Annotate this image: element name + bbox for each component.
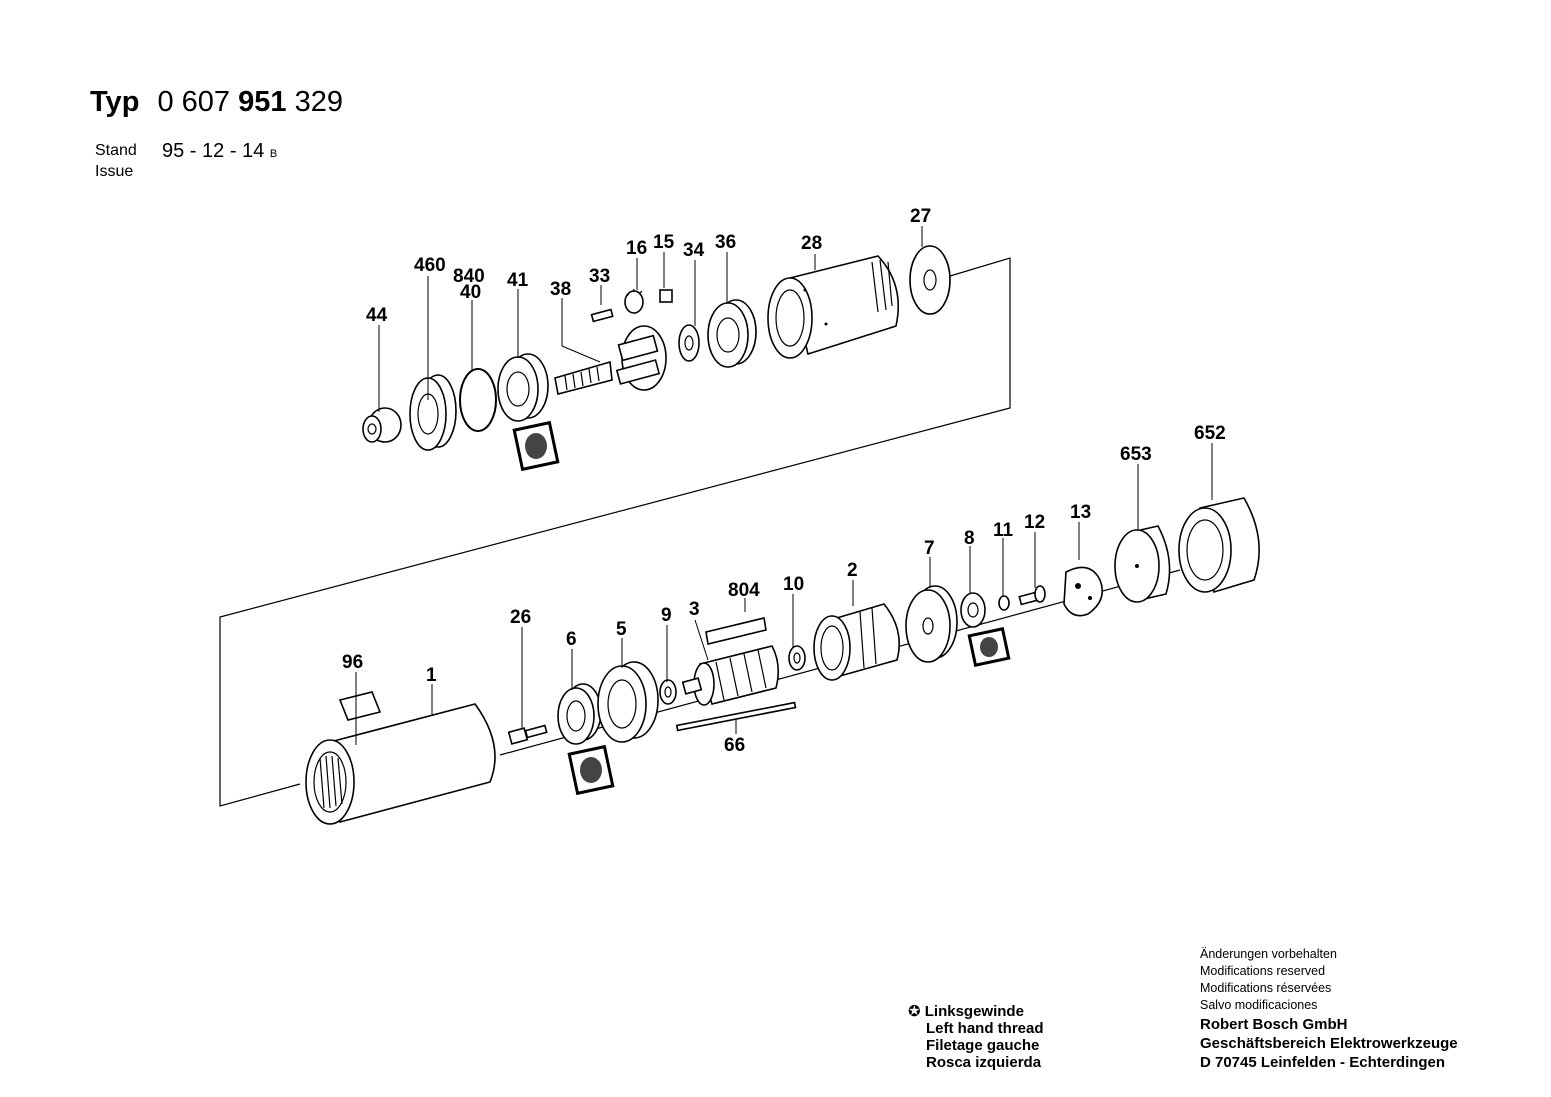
type-number: Typ 0 607 951 329 bbox=[90, 86, 343, 119]
label-2: 2 bbox=[847, 560, 858, 581]
part-1-cylinder bbox=[305, 703, 496, 825]
issue-label: Issue bbox=[95, 163, 134, 180]
left-hand-thread-legend: ✪ Linksgewinde Left hand thread Filetage… bbox=[908, 1003, 1044, 1071]
date-suffix: B bbox=[269, 148, 278, 160]
label-40: 40 bbox=[460, 282, 481, 303]
label-15: 15 bbox=[653, 232, 675, 253]
part-28-housing bbox=[767, 255, 900, 359]
part-26-screw bbox=[507, 724, 548, 745]
label-27: 27 bbox=[910, 206, 931, 227]
label-34: 34 bbox=[683, 240, 705, 261]
label-96: 96 bbox=[342, 652, 363, 673]
label-41: 41 bbox=[507, 270, 529, 291]
part-27-washer bbox=[909, 245, 951, 315]
company-address: D 70745 Leinfelden - Echterdingen bbox=[1200, 1054, 1446, 1071]
part-12-screw bbox=[1018, 585, 1046, 606]
part-41-bearing bbox=[497, 353, 549, 422]
part-38-shaft bbox=[554, 325, 667, 395]
label-9: 9 bbox=[661, 605, 672, 626]
label-10: 10 bbox=[783, 574, 804, 595]
label-7: 7 bbox=[924, 538, 935, 559]
typ-label: Typ bbox=[90, 86, 140, 118]
part-7-end-plate bbox=[905, 585, 958, 663]
part-653-cap bbox=[1114, 525, 1171, 603]
modifications-note: Änderungen vorbehalten Modifications res… bbox=[1200, 946, 1337, 1014]
label-11: 11 bbox=[993, 520, 1014, 541]
part-3-rotor bbox=[681, 645, 780, 706]
legend-line-1: ✪ Linksgewinde bbox=[908, 1003, 1024, 1020]
label-1: 1 bbox=[426, 665, 437, 686]
typ-number-c: 329 bbox=[294, 86, 343, 118]
bearing-box-upper bbox=[512, 420, 560, 472]
label-652: 652 bbox=[1194, 423, 1226, 444]
label-16: 16 bbox=[626, 238, 647, 259]
label-66: 66 bbox=[724, 735, 745, 756]
typ-number-a: 0 607 bbox=[157, 86, 231, 118]
issue-date: 95 - 12 - 14 B bbox=[162, 140, 277, 163]
label-6: 6 bbox=[566, 629, 577, 650]
label-840: 840 bbox=[453, 266, 485, 287]
leader-lines-upper bbox=[378, 226, 923, 412]
part-6-bearing bbox=[557, 683, 602, 745]
label-460: 460 bbox=[414, 255, 446, 276]
part-33-pin bbox=[590, 308, 614, 323]
label-33: 33 bbox=[589, 266, 610, 287]
part-10-washer bbox=[788, 645, 806, 671]
part-804-vane bbox=[705, 617, 767, 645]
modifications-line-1: Änderungen vorbehalten bbox=[1200, 947, 1337, 961]
typ-number-b: 951 bbox=[238, 86, 287, 118]
bearing-box-right bbox=[967, 627, 1011, 667]
stand-label: Stand bbox=[95, 142, 137, 159]
part-652-outer-cap bbox=[1178, 497, 1260, 594]
company-name: Robert Bosch GmbH bbox=[1200, 1016, 1348, 1033]
left-hand-thread-icon: ✪ bbox=[908, 1003, 921, 1020]
part-16-gear bbox=[624, 288, 644, 314]
label-8: 8 bbox=[964, 528, 975, 549]
part-11-washer bbox=[998, 595, 1010, 611]
modifications-line-4: Salvo modificaciones bbox=[1200, 998, 1318, 1012]
label-5: 5 bbox=[616, 619, 627, 640]
legend-line-4: Rosca izquierda bbox=[926, 1054, 1042, 1071]
modifications-line-3: Modifications réservées bbox=[1200, 981, 1332, 995]
leader-lines-lower bbox=[355, 443, 1213, 745]
part-13-plate bbox=[1063, 566, 1104, 617]
part-34-washer bbox=[678, 324, 700, 362]
part-66-pin bbox=[675, 701, 797, 732]
company-division: Geschäftsbereich Elektrowerkzeuge bbox=[1200, 1035, 1458, 1052]
date-value: 95 - 12 - 14 bbox=[162, 140, 265, 162]
legend-line-2: Left hand thread bbox=[926, 1020, 1044, 1037]
company-info: Robert Bosch GmbH Geschäftsbereich Elekt… bbox=[1200, 1015, 1458, 1072]
part-8-bearing bbox=[960, 592, 986, 628]
label-26: 26 bbox=[510, 607, 531, 628]
part-2-liner bbox=[813, 603, 900, 681]
part-36-bearing bbox=[707, 299, 757, 368]
label-804: 804 bbox=[728, 580, 760, 601]
part-44-sleeve bbox=[362, 407, 402, 443]
legend-line-3: Filetage gauche bbox=[926, 1037, 1040, 1054]
bearing-box-lower bbox=[567, 744, 615, 796]
part-40-o-ring bbox=[459, 368, 497, 432]
label-3: 3 bbox=[689, 599, 700, 620]
label-28: 28 bbox=[801, 233, 822, 254]
part-15-screw bbox=[659, 289, 673, 303]
label-13: 13 bbox=[1070, 502, 1091, 523]
part-460-nut bbox=[409, 374, 457, 451]
label-12: 12 bbox=[1024, 512, 1045, 533]
frame-line bbox=[219, 257, 1011, 807]
part-labels: 44 460 840 40 41 38 33 16 15 34 36 28 27… bbox=[342, 206, 1226, 756]
label-36: 36 bbox=[715, 232, 736, 253]
modifications-line-2: Modifications reserved bbox=[1200, 964, 1326, 978]
part-5-end-plate bbox=[597, 661, 659, 743]
label-38: 38 bbox=[550, 279, 571, 300]
part-9-washer bbox=[659, 679, 677, 705]
part-96-label bbox=[338, 691, 382, 721]
label-653: 653 bbox=[1120, 444, 1152, 465]
stand-issue-label: Stand Issue bbox=[95, 140, 137, 182]
label-44: 44 bbox=[366, 305, 388, 326]
